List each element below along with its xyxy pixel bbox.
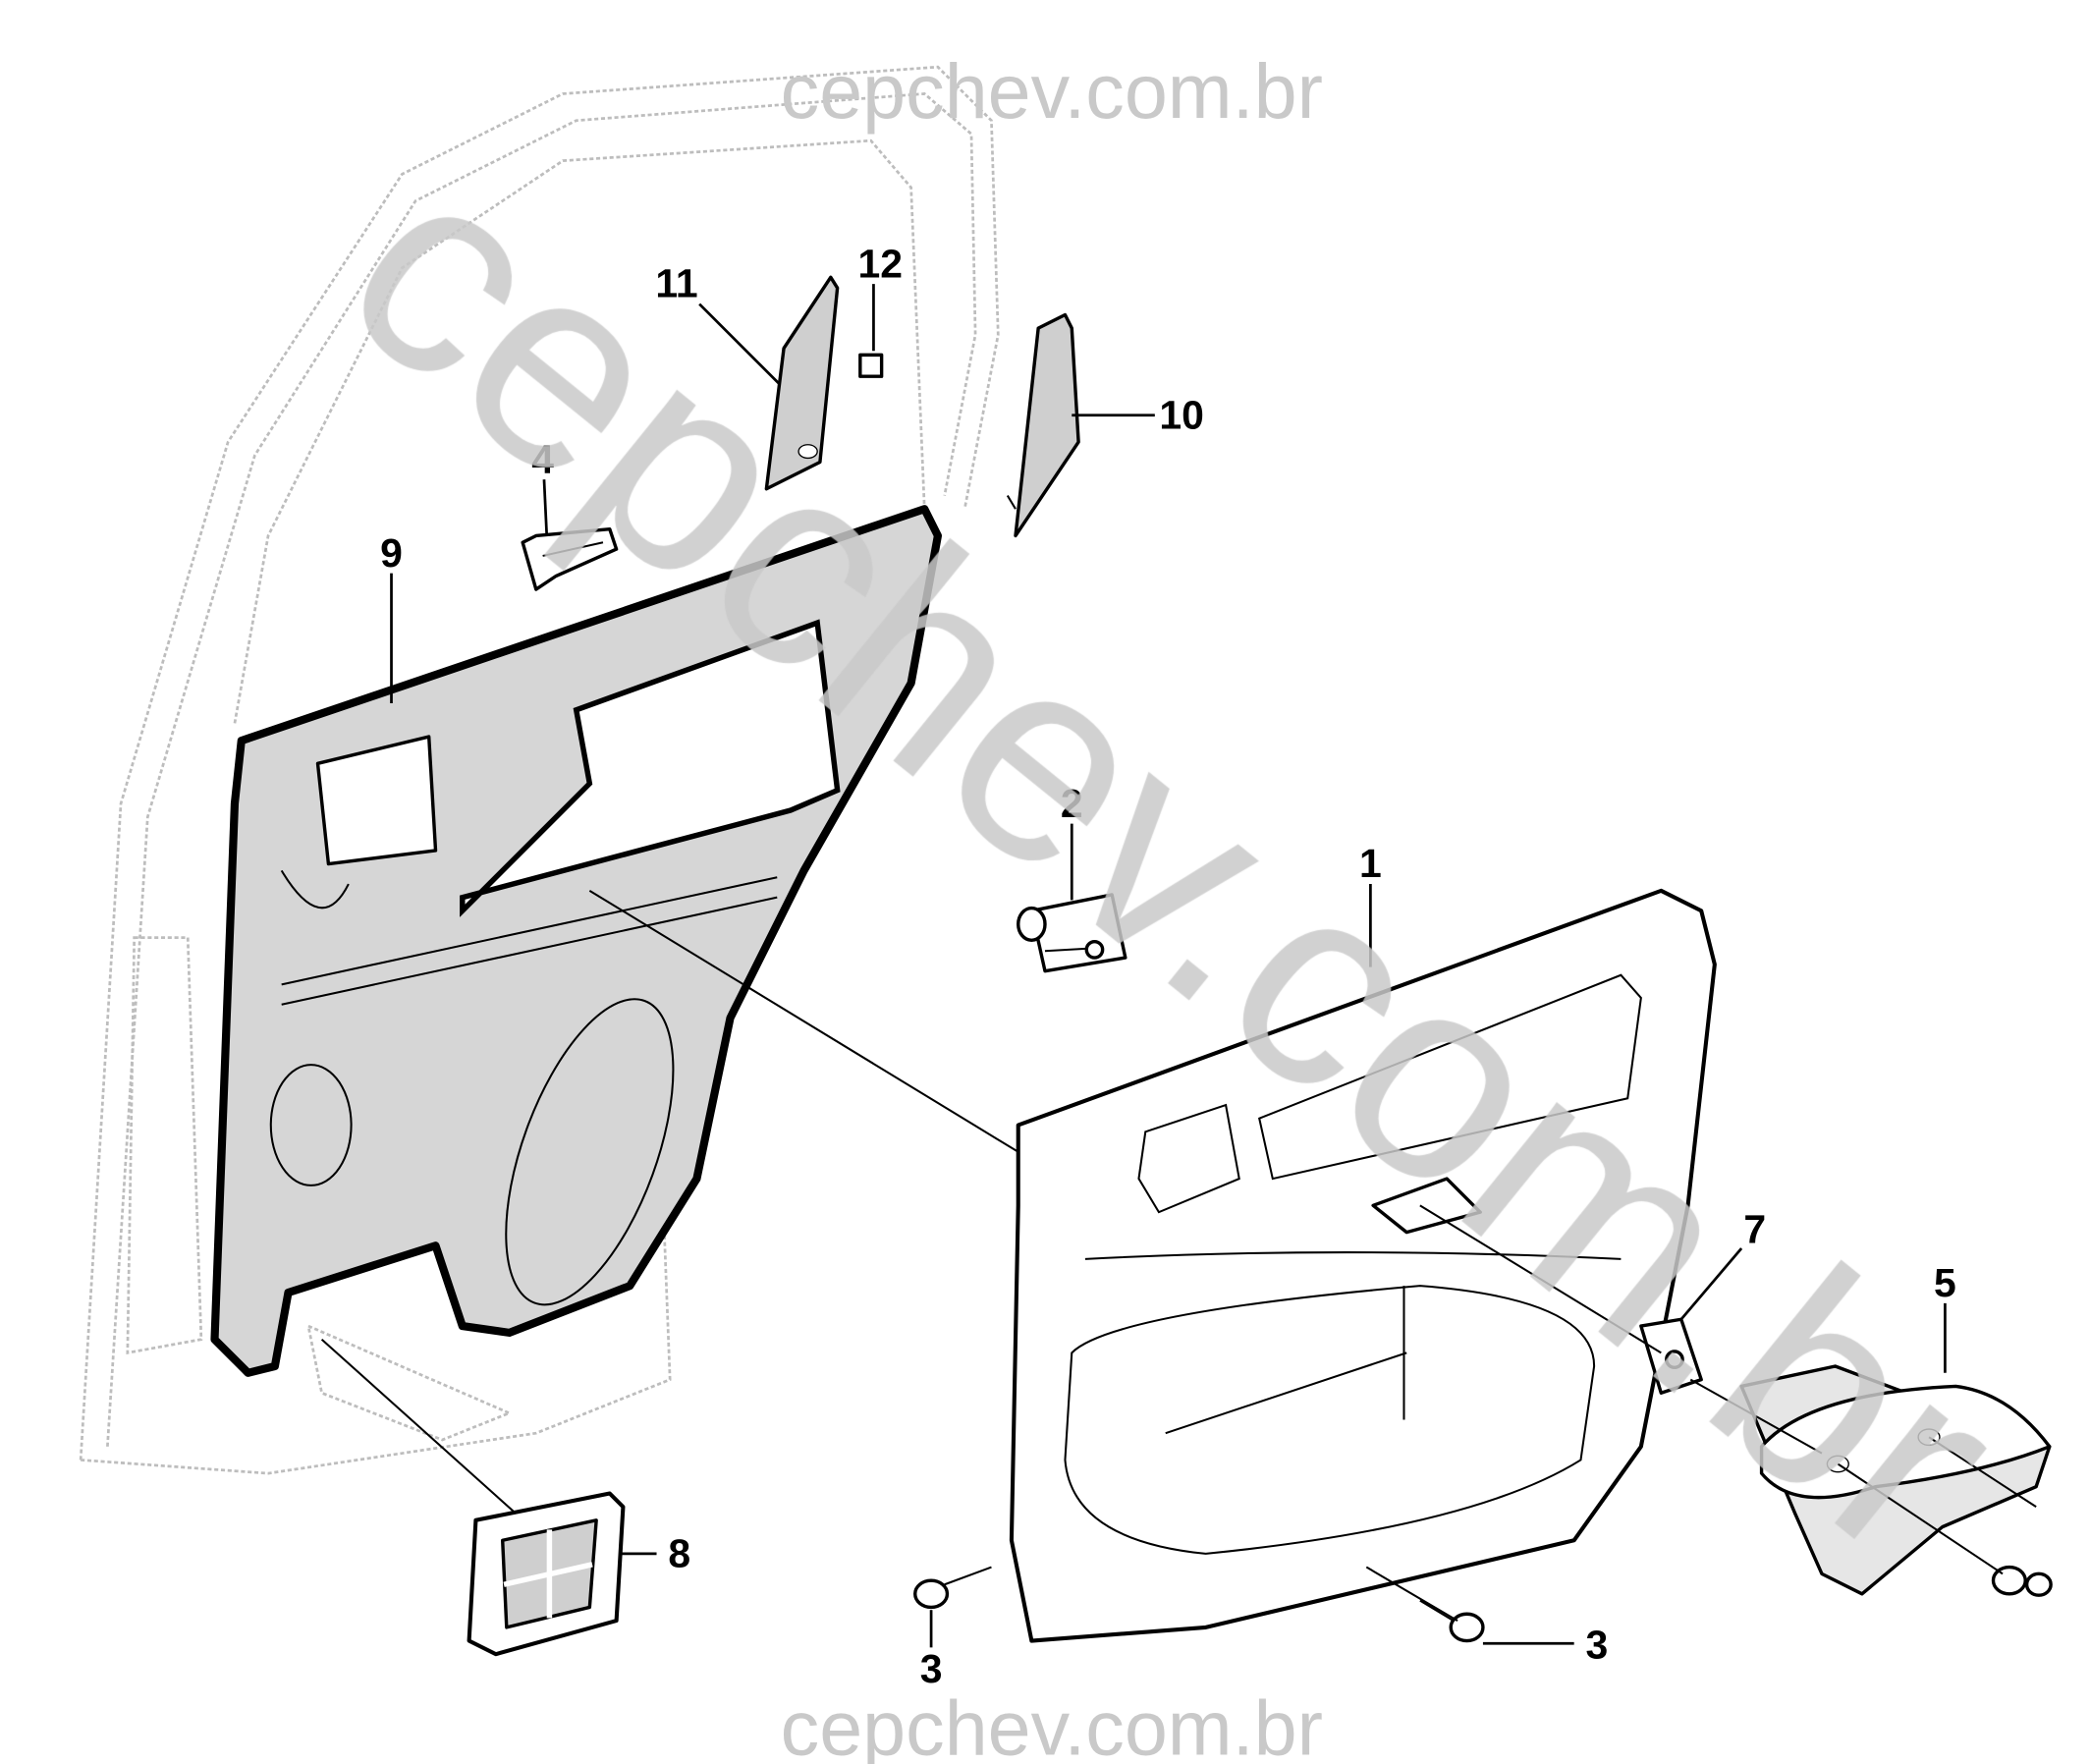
callout-3-left: 3 (920, 1646, 943, 1691)
part-2-fastener (1017, 893, 1128, 973)
part-3-screw-bottom (1419, 1599, 1485, 1643)
callout-1: 1 (1359, 841, 1382, 886)
part-1-door-trim-panel (1009, 888, 1717, 1643)
watermark-bottom: cepchev.com.br (781, 1683, 1323, 1764)
part-3-screw-right (1991, 1565, 2053, 1597)
callout-10: 10 (1159, 392, 1204, 437)
part-4-bracket (521, 526, 619, 591)
callout-2: 2 (1061, 781, 1083, 826)
part-9-door-panel-deflector (210, 505, 942, 1377)
callout-8: 8 (668, 1531, 690, 1576)
part-3-screw-left (913, 1566, 992, 1610)
callout-12: 12 (858, 241, 904, 286)
callout-3-bottom: 3 (1585, 1622, 1608, 1667)
callout-7: 7 (1743, 1207, 1766, 1252)
part-12-clip (858, 353, 884, 378)
part-8-bezel (467, 1491, 626, 1657)
callout-4: 4 (531, 436, 554, 481)
callout-5: 5 (1934, 1260, 1956, 1305)
watermark-top: cepchev.com.br (781, 47, 1323, 135)
callout-11: 11 (655, 261, 697, 306)
part-5-pull-handle (1739, 1364, 2052, 1596)
part-10-triangle-trim (1006, 312, 1080, 538)
callout-9: 9 (380, 530, 403, 576)
